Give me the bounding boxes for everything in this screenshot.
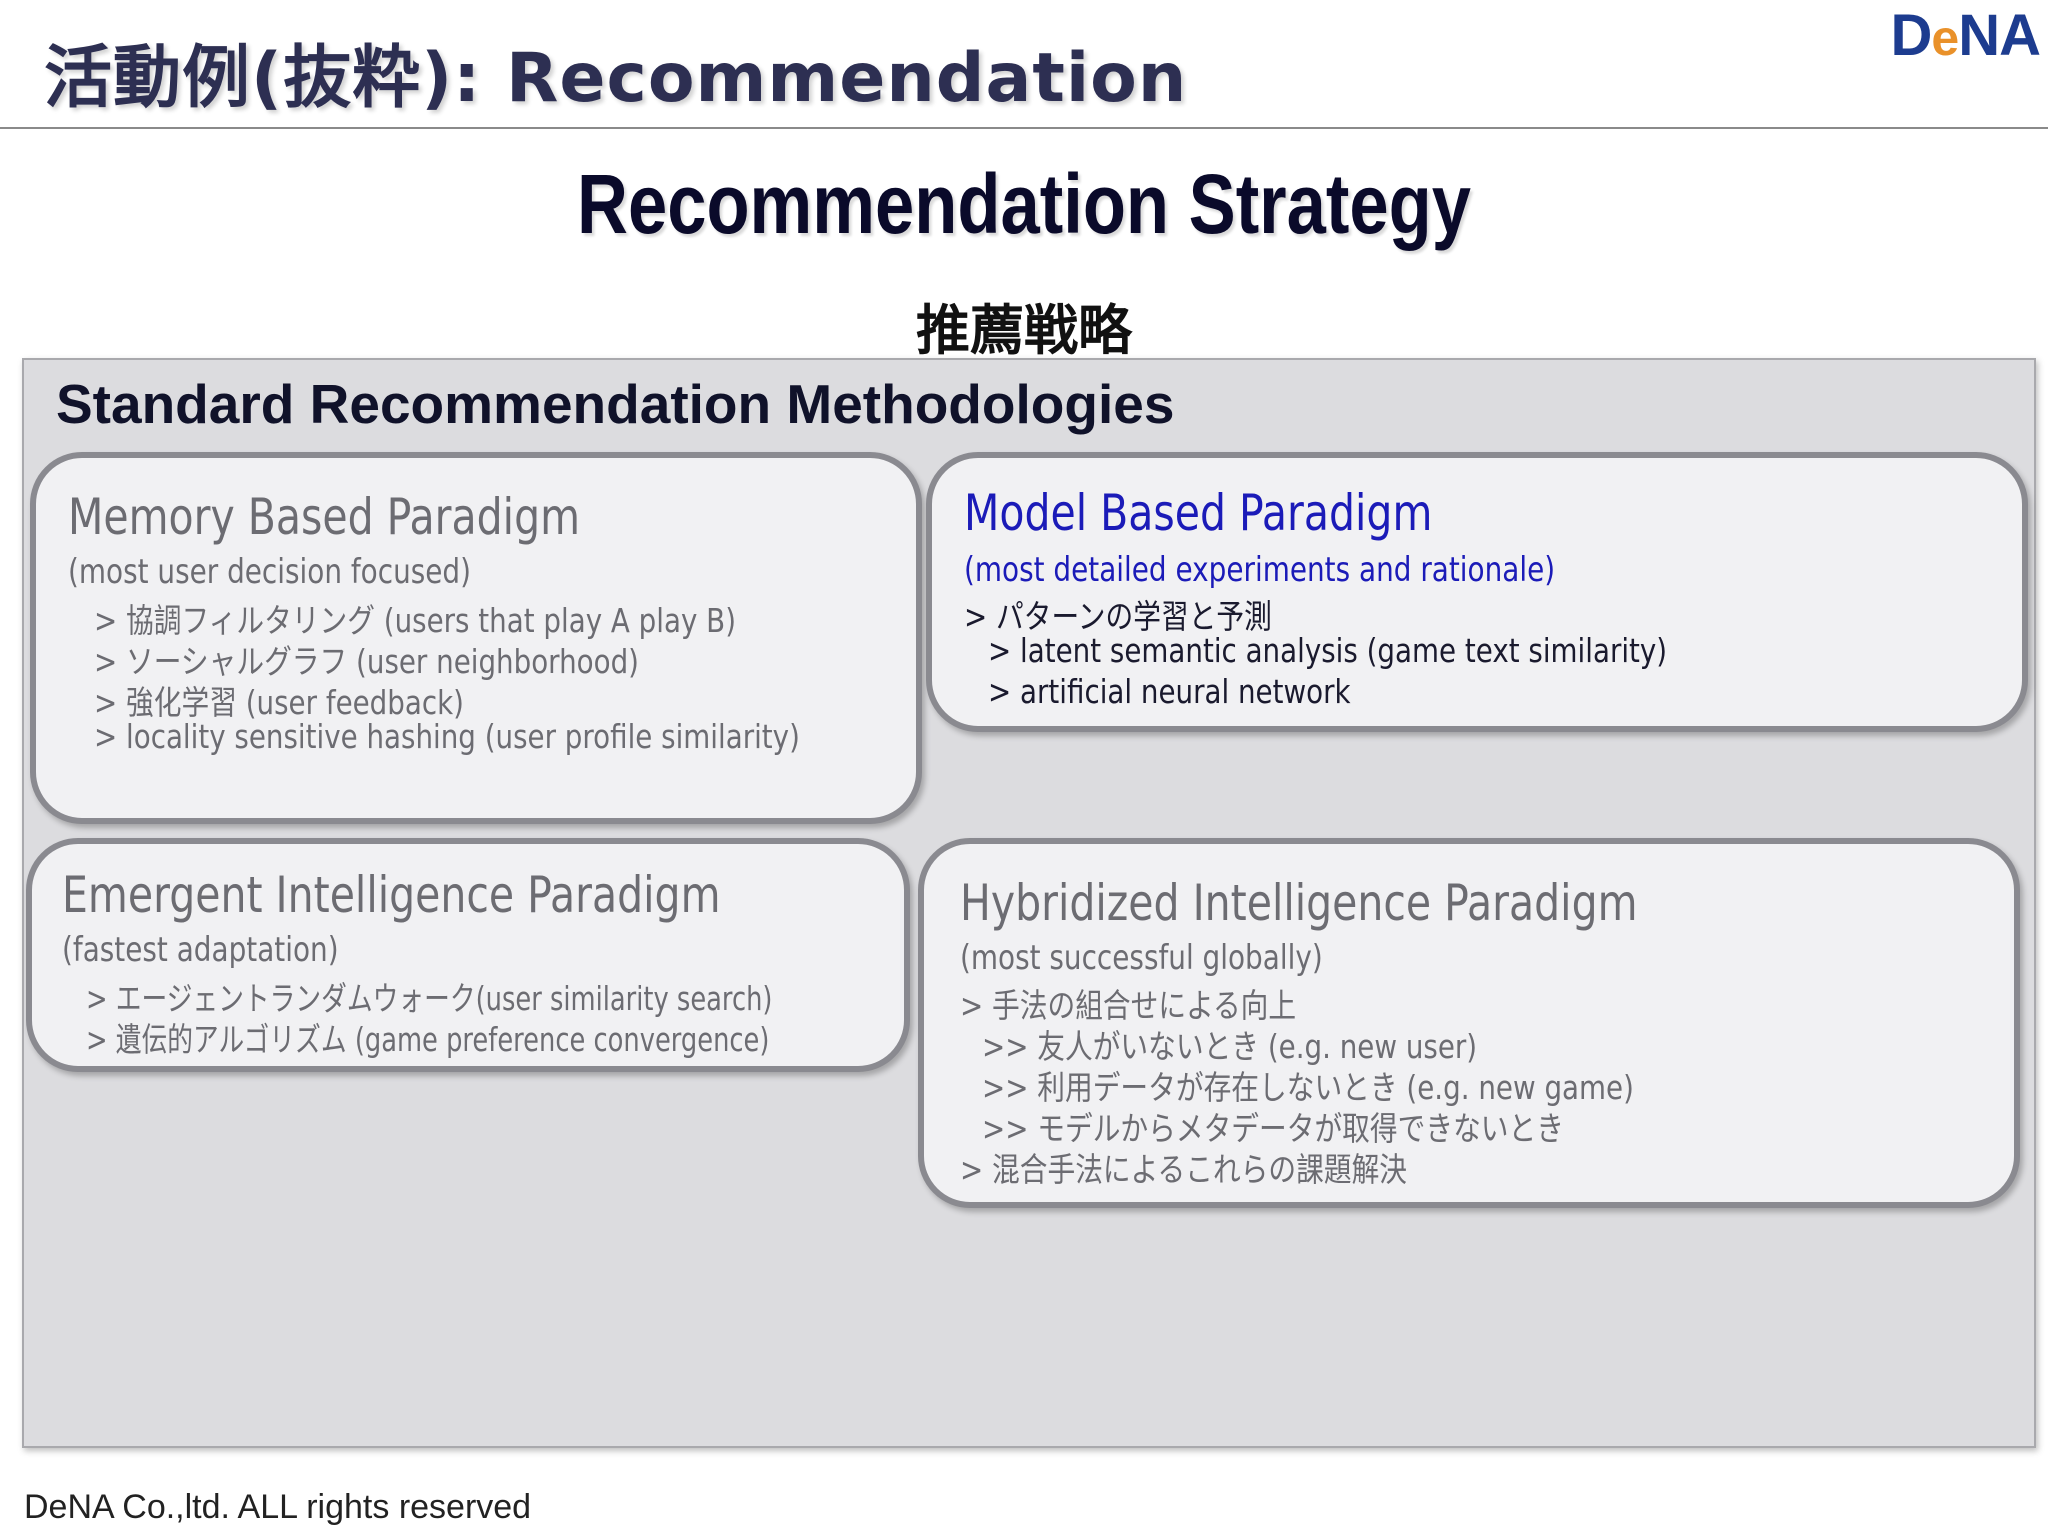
panel-heading: Standard Recommendation Methodologies — [56, 373, 1175, 435]
hybrid-paradigm-card: Hybridized Intelligence Paradigm (most s… — [918, 838, 2020, 1208]
card-title: Hybridized Intelligence Paradigm — [960, 874, 1638, 932]
slide-title: Recommendation Strategy — [577, 157, 1471, 251]
card-subtitle: (most user decision focused) — [68, 552, 472, 592]
dena-logo: DeNA — [1890, 2, 2041, 69]
model-paradigm-card: Model Based Paradigm (most detailed expe… — [926, 452, 2028, 732]
footer-copyright: DeNA Co.,ltd. ALL rights reserved — [24, 1488, 532, 1526]
slide-subtitle: 推薦戦略 — [916, 299, 1132, 362]
emergent-paradigm-card: Emergent Intelligence Paradigm (fastest … — [26, 838, 910, 1072]
card-bullet: > artificial neural network — [988, 672, 1351, 711]
card-title: Memory Based Paradigm — [68, 488, 581, 546]
card-bullet: > エージェントランダムウォーク(user similarity search) — [86, 979, 773, 1018]
card-bullet: > 協調フィルタリング (users that play A play B) — [94, 601, 737, 640]
card-bullet: > 遺伝的アルゴリズム (game preference convergence… — [86, 1020, 770, 1059]
card-subtitle: (fastest adaptation) — [62, 930, 339, 970]
card-bullet: >> モデルからメタデータが取得できないとき — [982, 1109, 1564, 1148]
card-bullet: >> 利用データが存在しないとき (e.g. new game) — [982, 1068, 1634, 1107]
card-bullet: > 混合手法によるこれらの課題解決 — [960, 1150, 1408, 1189]
card-title: Emergent Intelligence Paradigm — [62, 866, 721, 924]
card-title: Model Based Paradigm — [964, 484, 1433, 542]
header-divider — [0, 127, 2048, 129]
card-bullet: > 強化学習 (user feedback) — [94, 683, 464, 722]
card-bullet: > ソーシャルグラフ (user neighborhood) — [94, 642, 640, 681]
card-bullet: > latent semantic analysis (game text si… — [988, 631, 1668, 670]
logo-letters-na: NA — [1958, 3, 2041, 68]
logo-letter-e: e — [1931, 10, 1959, 66]
card-bullet: > locality sensitive hashing (user profi… — [94, 717, 800, 756]
memory-paradigm-card: Memory Based Paradigm (most user decisio… — [30, 452, 922, 824]
header-title: 活動例(抜粋): Recommendation — [44, 39, 1188, 118]
card-bullet: > 手法の組合せによる向上 — [960, 986, 1297, 1025]
card-bullet: >> 友人がいないとき (e.g. new user) — [982, 1027, 1478, 1066]
card-subtitle: (most detailed experiments and rationale… — [964, 550, 1556, 590]
logo-letter-d: D — [1890, 3, 1933, 68]
card-subtitle: (most successful globally) — [960, 938, 1323, 978]
card-bullet: > パターンの学習と予測 — [964, 597, 1272, 636]
